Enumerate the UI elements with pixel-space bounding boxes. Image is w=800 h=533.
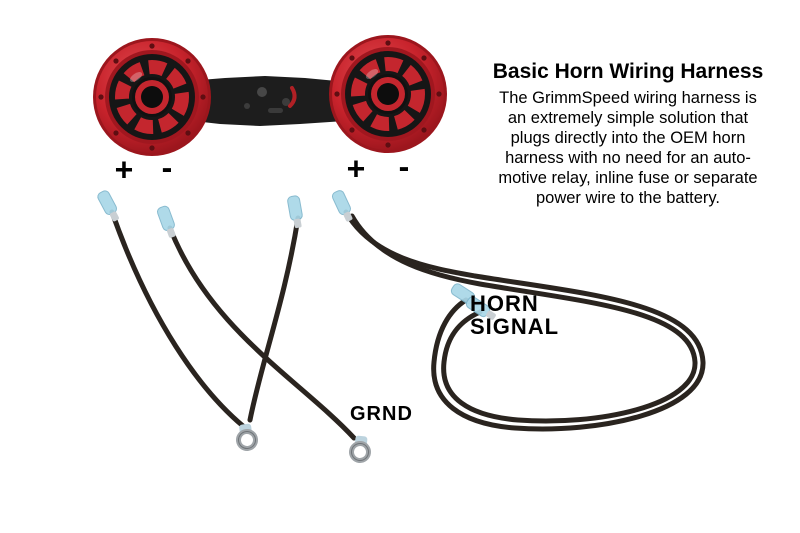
wire-left-2 [167,225,357,441]
harness-wires [109,209,706,441]
description-line: harness with no need for an auto- [505,149,751,167]
wire-signal-loop-a [343,209,706,432]
ground-label: GRND [350,403,413,425]
ring-terminal-icons [236,423,370,461]
right-horn-icon [329,35,447,153]
description-line: motive relay, inline fuse or separate [498,169,758,187]
horn-signal-label: HORN SIGNAL [470,292,559,338]
description-line: an extremely simple solution that [507,109,749,127]
wire-left-1 [109,209,246,429]
horn-signal-line2: SIGNAL [470,314,560,339]
description-line: The GrimmSpeed wiring harness is [499,89,757,107]
left-horn-negative-label: - [161,149,173,186]
right-horn-negative-label: - [398,148,410,185]
left-horn-icon [93,38,211,156]
horn-signal-line1: HORN [470,291,539,316]
right-horn-positive-label: + [346,150,366,187]
wire-signal-loop-b [349,213,698,424]
description-line: plugs directly into the OEM horn [510,129,746,147]
blue-spade-connector-icons [95,188,499,324]
description-line: power wire to the battery. [535,189,721,207]
wire-right-1 [247,215,301,423]
text-block: Basic Horn Wiring Harness The GrimmSpeed… [458,60,798,208]
page-title: Basic Horn Wiring Harness [492,60,764,83]
left-horn-positive-label: + [114,151,134,188]
